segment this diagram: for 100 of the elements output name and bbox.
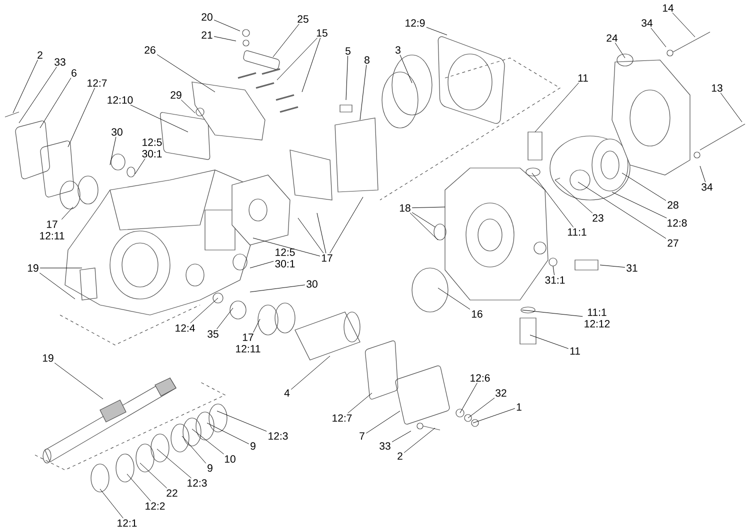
leader-line bbox=[18, 66, 57, 124]
callout-number: 30 bbox=[306, 280, 318, 288]
callout-number: 13 bbox=[712, 84, 722, 92]
callout-number: 17 12:11 bbox=[236, 334, 260, 352]
callout-number: 17 bbox=[322, 254, 332, 262]
leader-line bbox=[530, 334, 569, 349]
callout-number: 12:10 bbox=[108, 96, 133, 104]
callout-number: 14 bbox=[662, 4, 674, 12]
callout-number: 25 bbox=[298, 15, 308, 23]
leader-line bbox=[216, 308, 234, 330]
leader-line bbox=[206, 422, 250, 444]
callout-number: 12:8 bbox=[668, 219, 687, 227]
callout-number: 3 bbox=[395, 46, 400, 54]
leader-line bbox=[650, 28, 666, 48]
leader-line bbox=[250, 261, 274, 268]
leader-line bbox=[156, 448, 192, 478]
callout-number: 5 bbox=[346, 47, 350, 55]
leader-line bbox=[316, 212, 326, 254]
leader-line bbox=[134, 158, 146, 174]
leader-line bbox=[404, 428, 436, 453]
leader-line bbox=[192, 428, 224, 454]
callout-number: 29 bbox=[170, 91, 182, 99]
callout-number: 11:1 bbox=[568, 228, 586, 236]
leader-line bbox=[182, 436, 206, 464]
leader-line bbox=[100, 488, 124, 518]
leader-line bbox=[614, 42, 626, 58]
leader-line bbox=[276, 38, 318, 80]
callout-number: 12:4 bbox=[176, 324, 195, 332]
leader-line bbox=[346, 56, 348, 100]
leader-line bbox=[438, 288, 470, 310]
callout-number: 11 bbox=[570, 347, 580, 355]
callout-number: 12:1 bbox=[118, 519, 137, 527]
leader-line bbox=[468, 398, 495, 418]
callout-number: 21 bbox=[202, 31, 212, 39]
callout-number: 34 bbox=[642, 19, 653, 27]
leader-line bbox=[68, 88, 96, 148]
leader-line bbox=[410, 212, 438, 240]
leader-line bbox=[61, 206, 74, 220]
leader-line bbox=[130, 104, 188, 132]
leader-line bbox=[472, 408, 516, 424]
leader-line bbox=[110, 136, 116, 166]
callout-number: 18 bbox=[400, 204, 410, 212]
callout-number: 24 bbox=[606, 34, 618, 42]
leader-line bbox=[532, 172, 574, 228]
leader-line bbox=[612, 192, 667, 218]
leader-line bbox=[460, 382, 478, 414]
callout-number: 23 bbox=[592, 214, 604, 222]
leader-line bbox=[412, 212, 436, 228]
leader-line bbox=[214, 20, 240, 32]
callout-number: 20 bbox=[202, 13, 212, 21]
leader-line bbox=[720, 92, 742, 122]
leader-line bbox=[54, 362, 104, 400]
leader-line bbox=[126, 474, 151, 502]
leader-line bbox=[426, 27, 448, 36]
leader-line bbox=[214, 36, 236, 42]
leader-line bbox=[600, 264, 626, 268]
callout-number: 8 bbox=[364, 56, 370, 64]
leader-line bbox=[290, 356, 330, 390]
leader-line bbox=[250, 284, 306, 292]
callout-number: 12:2 bbox=[146, 502, 165, 510]
callout-number: 27 bbox=[668, 239, 678, 247]
leader-line bbox=[534, 82, 579, 132]
leader-line bbox=[578, 182, 666, 239]
callout-number: 31 bbox=[626, 264, 638, 272]
callout-number: 12:7 bbox=[332, 414, 352, 422]
callout-number: 4 bbox=[284, 389, 290, 397]
leader-line bbox=[348, 392, 372, 414]
leader-line bbox=[330, 196, 364, 254]
leader-line bbox=[392, 430, 412, 442]
leader-line bbox=[140, 462, 168, 488]
leader-line bbox=[552, 266, 555, 276]
leader-line bbox=[272, 24, 300, 58]
callout-number: 32 bbox=[496, 389, 506, 397]
callout-number: 33 bbox=[380, 442, 390, 450]
callout-number: 30 bbox=[112, 128, 122, 136]
leader-line bbox=[412, 206, 446, 208]
leader-line bbox=[298, 218, 324, 254]
leader-line bbox=[190, 298, 218, 324]
callout-number: 11 bbox=[578, 74, 588, 82]
callout-number: 17 12:11 bbox=[40, 220, 64, 240]
callout-number: 10 bbox=[224, 455, 236, 463]
leader-line bbox=[400, 54, 412, 84]
callout-number: 31:1 bbox=[545, 276, 565, 284]
leader-line bbox=[360, 64, 367, 120]
callout-number: 6 bbox=[72, 69, 76, 77]
leader-line bbox=[12, 60, 38, 114]
leader-line bbox=[622, 172, 666, 201]
leader-line bbox=[216, 410, 267, 432]
callout-number: 12:9 bbox=[406, 19, 425, 27]
callout-number: 2 bbox=[38, 51, 42, 59]
callout-number: 11:1 12:12 bbox=[584, 308, 610, 328]
leader-line bbox=[40, 78, 72, 128]
callout-number: 33 bbox=[54, 58, 66, 66]
callout-number: 28 bbox=[668, 201, 678, 209]
callout-number: 12:6 bbox=[470, 374, 490, 382]
leader-line bbox=[522, 310, 583, 317]
leader-line bbox=[302, 38, 321, 92]
leader-line bbox=[39, 272, 76, 300]
callout-number: 19 bbox=[28, 264, 38, 272]
leader-line bbox=[672, 12, 696, 38]
